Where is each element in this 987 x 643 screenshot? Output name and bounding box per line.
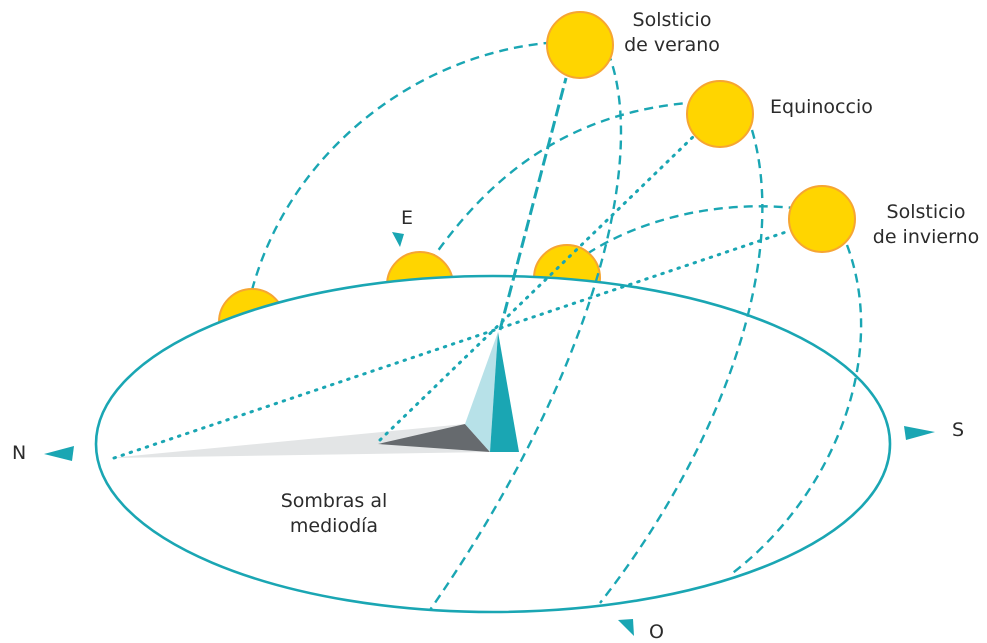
winter-solstice-label-line2: de invierno xyxy=(873,226,979,248)
horizon-ellipse xyxy=(94,274,892,614)
summer-solstice-label-line1: Solsticio xyxy=(633,9,712,31)
equinox-noon-ray xyxy=(378,134,696,442)
winter-path-west-arc xyxy=(729,244,863,576)
winter-solstice-sun xyxy=(788,185,856,253)
east-arrow-icon xyxy=(392,232,404,247)
gnomon-light-face xyxy=(465,332,498,452)
summer-noon-shadow xyxy=(378,424,490,452)
summer-path-east-arc xyxy=(250,40,561,291)
south-label: S xyxy=(952,419,964,441)
winter-noon-shadow xyxy=(110,424,490,458)
winter-path-east-arc xyxy=(574,205,811,263)
winter-noon-ray xyxy=(112,230,788,460)
west-label: O xyxy=(649,621,664,643)
winter-solstice-label-line1: Solsticio xyxy=(887,201,966,223)
equinox-path-west-arc xyxy=(599,129,764,604)
noon-shadows-label-line2: mediodía xyxy=(290,515,378,537)
east-label: E xyxy=(401,207,413,229)
north-label: N xyxy=(12,442,26,464)
equinox-label: Equinoccio xyxy=(770,96,873,118)
north-arrow-icon xyxy=(44,446,74,461)
summer-solstice-sun xyxy=(546,11,614,79)
west-arrow-icon xyxy=(618,619,634,636)
summer-path-west-arc xyxy=(429,51,623,611)
south-arrow-icon xyxy=(904,426,935,440)
summer-noon-ray xyxy=(498,77,568,331)
summer-solstice-label-line2: de verano xyxy=(624,34,720,56)
noon-shadows-label-line1: Sombras al xyxy=(281,490,388,512)
gnomon-dark-face xyxy=(490,332,519,452)
equinox-sun xyxy=(686,80,754,148)
equinox-path-east-arc xyxy=(429,100,701,263)
